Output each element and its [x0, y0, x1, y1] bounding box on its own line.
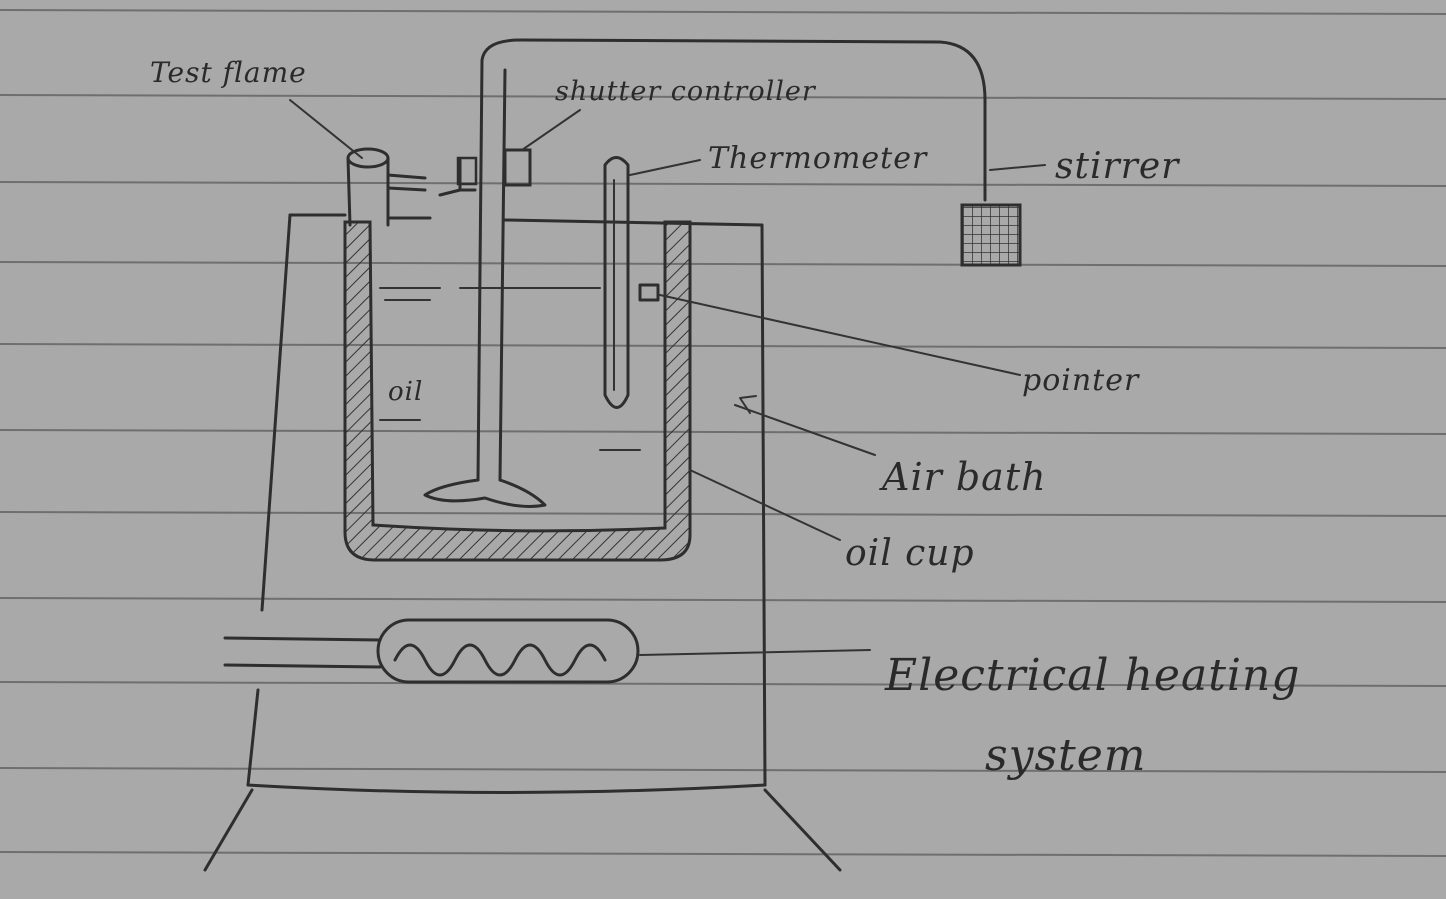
label-oil-cup: oil cup — [845, 533, 975, 574]
label-oil: oil — [388, 377, 423, 407]
stirrer-assembly — [423, 38, 1022, 508]
test-flame-burner — [346, 147, 427, 227]
shutter-controller — [438, 148, 532, 197]
label-heating-line2: system — [985, 730, 1146, 781]
label-air-bath: Air bath — [879, 455, 1047, 499]
label-stirrer: stirrer — [1055, 146, 1180, 187]
ruled-lines — [0, 9, 1446, 857]
leader-lines — [289, 99, 1046, 656]
stirrer-paddle-icon — [960, 203, 1022, 267]
electrical-heater — [223, 618, 640, 684]
pointer-icon — [638, 283, 660, 302]
label-shutter-controller: shutter controller — [555, 76, 817, 107]
label-heating-line1: Electrical heating — [884, 650, 1300, 701]
oil-cup — [343, 220, 692, 562]
label-test-flame: Test flame — [150, 56, 307, 89]
thermometer-icon — [603, 156, 630, 409]
label-thermometer: Thermometer — [708, 141, 928, 176]
label-pointer: pointer — [1022, 363, 1140, 398]
